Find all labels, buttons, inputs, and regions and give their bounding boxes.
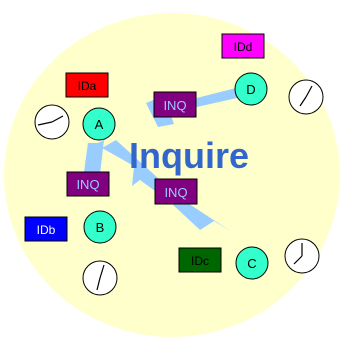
inq-label: INQ: [76, 177, 99, 192]
id-tag-label: IDa: [78, 79, 97, 93]
node-label: A: [95, 117, 104, 132]
clock-icon: [34, 104, 70, 140]
inq-label: INQ: [164, 185, 187, 200]
id-tag-label: IDc: [191, 254, 209, 268]
diagram-title: Inquire: [129, 135, 249, 176]
clock-icon: [288, 79, 324, 115]
node-b: B: [83, 210, 117, 244]
inq-box-b: INQ: [66, 171, 110, 197]
inq-box-d: INQ: [153, 91, 197, 118]
node-d: D: [234, 72, 268, 106]
id-tag-b: IDb: [24, 216, 68, 242]
node-label: C: [247, 256, 256, 271]
arrow-a-to-c: [102, 140, 232, 232]
clock-icon: [82, 260, 118, 296]
node-c: C: [235, 246, 269, 280]
inq-box-c: INQ: [154, 178, 198, 205]
id-tag-c: IDc: [178, 247, 222, 273]
node-label: B: [96, 220, 105, 235]
clock-icon: [284, 238, 320, 274]
node-label: D: [246, 82, 255, 97]
node-a: A: [82, 107, 116, 141]
id-tag-a: IDa: [65, 72, 109, 98]
id-tag-d: IDd: [221, 33, 265, 59]
inq-label: INQ: [163, 98, 186, 113]
id-tag-label: IDb: [37, 223, 56, 237]
id-tag-label: IDd: [234, 40, 253, 54]
